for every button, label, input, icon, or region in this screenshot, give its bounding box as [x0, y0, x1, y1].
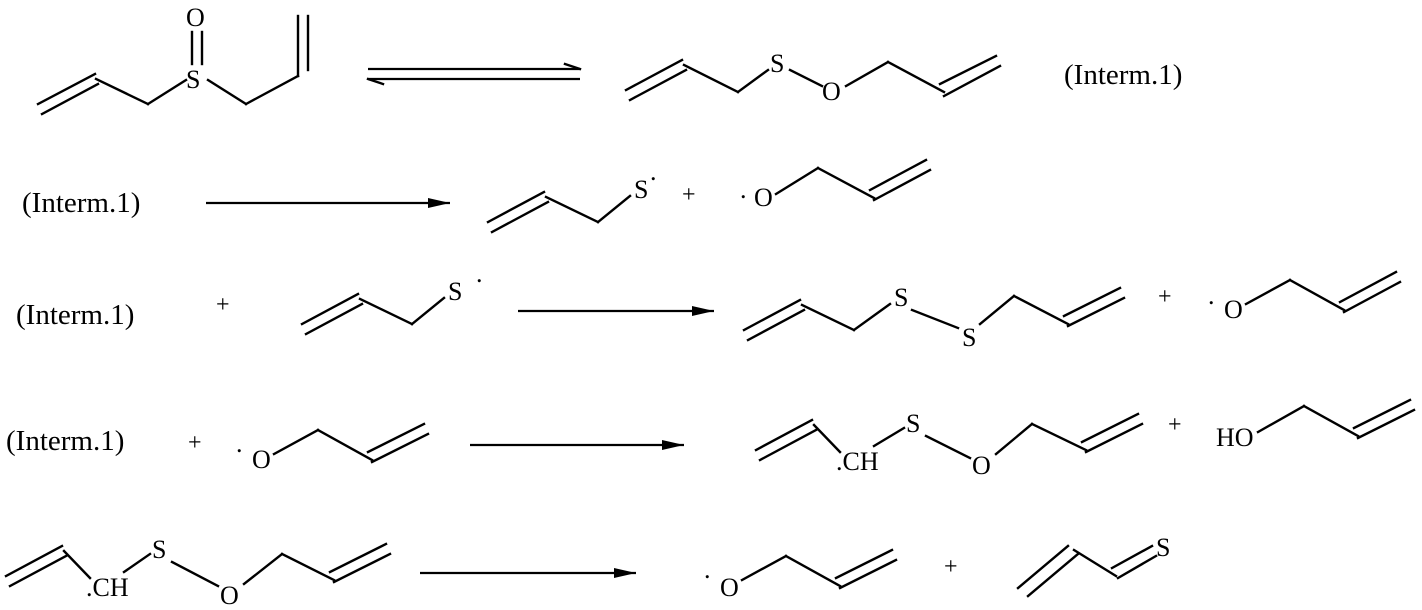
diallyl-disulfide: S S: [742, 283, 1126, 352]
atom-o: O: [1224, 295, 1243, 324]
atom-s: S: [1156, 533, 1170, 562]
atom-s: S: [634, 175, 648, 204]
reaction-arrow-3: [518, 306, 714, 316]
reaction-arrow-5: [420, 568, 636, 578]
atom-o: O: [186, 3, 205, 32]
allyl-alcohol: HO: [1216, 398, 1416, 452]
atom-s: S: [152, 535, 166, 564]
atom-s: S: [770, 49, 784, 78]
plus-sign: +: [1168, 412, 1182, 438]
radical-dot: .: [740, 175, 747, 204]
plus-sign: +: [944, 554, 958, 580]
atom-o: O: [220, 581, 239, 610]
allylthiyl-radical: S .: [486, 157, 657, 234]
interm-label-1: (Interm.1): [1064, 59, 1182, 91]
radical-dot: .: [704, 555, 711, 584]
interm-label-2: (Interm.1): [22, 187, 140, 219]
radical-dot: .: [476, 259, 483, 288]
allyloxy-radical: . O: [704, 548, 898, 602]
interm-label-4: (Interm.1): [6, 425, 124, 457]
atom-s: S: [962, 323, 976, 352]
atom-s: S: [894, 283, 908, 312]
reactant-diallyl-sulfoxide: S O: [36, 3, 310, 116]
atom-o: O: [972, 451, 991, 480]
atom-o: O: [822, 77, 841, 106]
radical-dot: .: [650, 157, 657, 186]
atom-o: O: [252, 445, 271, 474]
radical-dot: .: [236, 429, 243, 458]
allyloxy-radical: . O: [236, 422, 430, 474]
equilibrium-arrow: [366, 62, 582, 86]
reaction-arrow-2: [206, 198, 450, 208]
carbon-radical-intermediate: .CH S O: [4, 535, 392, 610]
atom-s: S: [186, 65, 200, 94]
thioacrolein: S: [1016, 533, 1170, 598]
atom-o: O: [754, 183, 773, 212]
atom-s: S: [906, 409, 920, 438]
plus-sign: +: [216, 292, 230, 318]
plus-sign: +: [682, 182, 696, 208]
reaction-arrow-4: [470, 440, 684, 450]
atom-o: O: [720, 573, 739, 602]
allyloxy-radical: . O: [740, 158, 932, 212]
interm-label-3: (Interm.1): [16, 299, 134, 331]
allylthiyl-radical: S .: [300, 259, 483, 336]
atom-s: S: [448, 277, 462, 306]
atom-ch-radical: .CH: [86, 573, 129, 602]
plus-sign: +: [188, 430, 202, 456]
carbon-radical-intermediate: .CH S O: [754, 409, 1144, 480]
atom-ch-radical: .CH: [836, 447, 879, 476]
plus-sign: +: [1158, 284, 1172, 310]
intermediate-1-structure: S O: [624, 49, 1002, 106]
atom-ho: HO: [1216, 423, 1254, 452]
radical-dot: .: [1208, 281, 1215, 310]
allyloxy-radical: . O: [1208, 270, 1402, 324]
